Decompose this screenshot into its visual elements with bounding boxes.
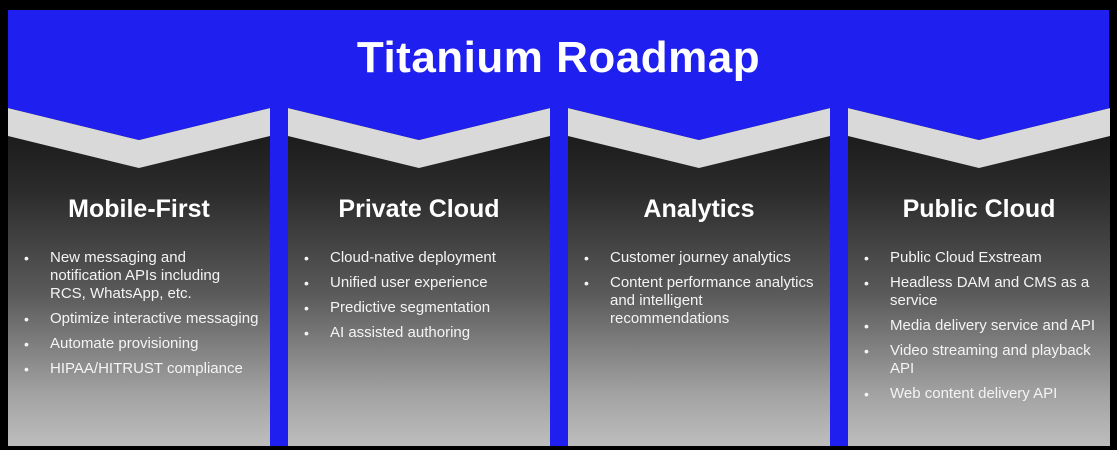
bullet-list: Cloud-native deployment Unified user exp… [302,249,540,349]
list-item: Unified user experience [302,274,540,292]
list-item: Content performance analytics and intell… [582,274,820,328]
roadmap-column-analytics: Analytics Customer journey analytics Con… [568,108,830,446]
roadmap-column-public-cloud: Public Cloud Public Cloud Exstream Headl… [848,108,1110,446]
list-item: Automate provisioning [22,335,260,353]
list-item: Public Cloud Exstream [862,249,1100,267]
bullet-list: Public Cloud Exstream Headless DAM and C… [862,249,1100,410]
list-item: Media delivery service and API [862,317,1100,335]
list-item: Video streaming and playback API [862,342,1100,378]
roadmap-column-private-cloud: Private Cloud Cloud-native deployment Un… [288,108,550,446]
bullet-list: New messaging and notification APIs incl… [22,249,260,385]
bullet-list: Customer journey analytics Content perfo… [582,249,820,335]
list-item: HIPAA/HITRUST compliance [22,360,260,378]
list-item: AI assisted authoring [302,324,540,342]
list-item: Optimize interactive messaging [22,310,260,328]
slide-title: Titanium Roadmap [356,33,761,82]
column-title: Private Cloud [338,195,500,223]
list-item: Headless DAM and CMS as a service [862,274,1100,310]
column-title: Public Cloud [902,195,1056,223]
list-item: Cloud-native deployment [302,249,540,267]
list-item: New messaging and notification APIs incl… [22,249,260,303]
column-title: Mobile-First [68,195,210,223]
list-item: Predictive segmentation [302,299,540,317]
list-item: Customer journey analytics [582,249,820,267]
list-item: Web content delivery API [862,385,1100,403]
column-title: Analytics [643,195,755,223]
roadmap-column-mobile-first: Mobile-First New messaging and notificat… [8,108,270,446]
